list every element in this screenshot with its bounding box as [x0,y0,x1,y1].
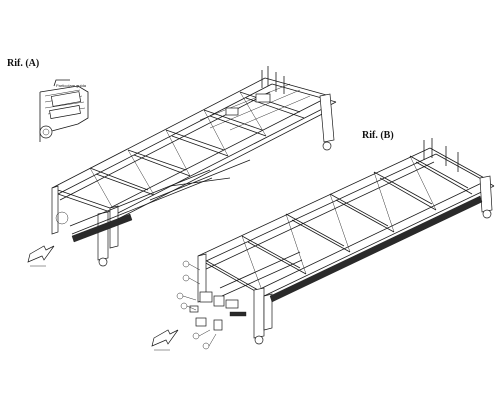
direction-arrow-icon [27,245,55,267]
frame-b [176,138,495,350]
detail-callout-icon [39,79,89,142]
frame-a [51,66,337,267]
figure-a-label: Rif. (A) [7,58,40,69]
detail-caption: Particolare guida [56,83,87,88]
direction-arrow-icon [151,329,179,351]
figure-b-label: Rif. (B) [362,130,394,141]
